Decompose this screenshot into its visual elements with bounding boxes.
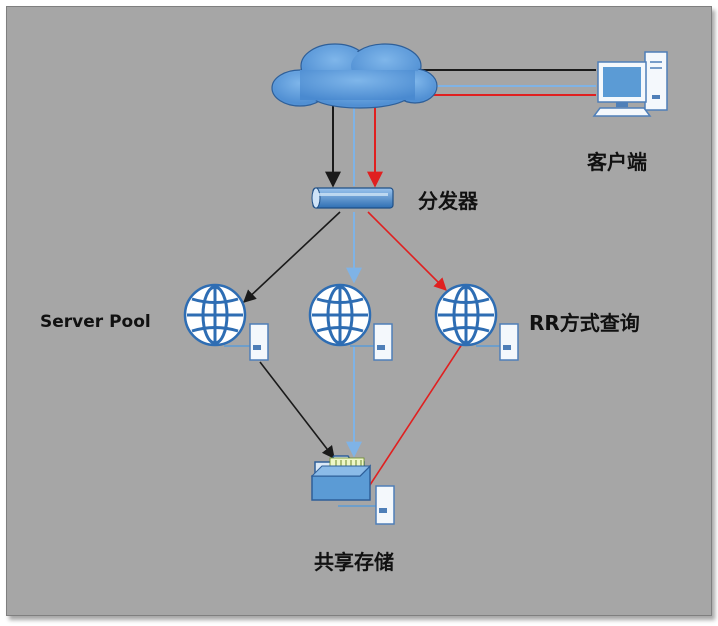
server-box-icon <box>338 485 395 525</box>
cloud-icon <box>271 43 438 109</box>
server-pool-label: Server Pool <box>40 312 151 332</box>
dispatcher-label: 分发器 <box>418 189 478 213</box>
server-box-icon <box>476 323 519 361</box>
server-globe-icon <box>308 283 372 347</box>
link-server1-storage <box>259 361 335 460</box>
link-dispatcher-server1 <box>243 211 341 303</box>
link-server3-storage <box>367 337 467 489</box>
server-globe-icon <box>183 283 247 347</box>
rr-query-label: RR方式查询 <box>529 311 640 335</box>
server-box-icon <box>350 323 393 361</box>
connectors <box>243 69 596 489</box>
server-globe-icon <box>434 283 498 347</box>
computer-icon <box>592 51 668 117</box>
link-dispatcher-server3 <box>367 211 447 291</box>
client-label: 客户端 <box>587 150 647 174</box>
folder-icon <box>310 455 372 501</box>
dispatcher-icon <box>311 187 394 209</box>
server-box-icon <box>224 323 269 361</box>
shared-storage-label: 共享存储 <box>314 550 394 574</box>
